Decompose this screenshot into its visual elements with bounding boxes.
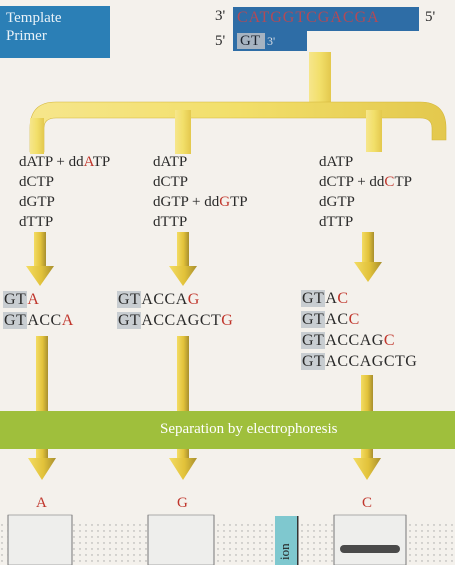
reagent-line: dATP bbox=[319, 154, 354, 170]
lane-label-c: C bbox=[362, 495, 373, 511]
branch-tube-c bbox=[366, 110, 382, 152]
legend-template-label: Template bbox=[6, 10, 62, 26]
reagent-line: dGTP + ddGTP bbox=[153, 194, 248, 210]
separation-label: Separation by electrophoresis bbox=[160, 421, 338, 437]
gel-lane-a bbox=[7, 514, 73, 565]
arrow-separation-a bbox=[28, 336, 56, 480]
reagent-line: dTTP bbox=[19, 214, 54, 230]
template-5prime: 5' bbox=[425, 9, 436, 25]
product-fragment: GTACCAG bbox=[117, 291, 200, 308]
product-fragment: GTACCAGC bbox=[301, 332, 396, 349]
reagent-line: dGTP bbox=[19, 194, 55, 210]
reagent-line: dATP bbox=[153, 154, 188, 170]
product-fragment: GTACCA bbox=[3, 312, 74, 329]
products-g: GTACCAG GTACCAGCTG bbox=[117, 289, 233, 331]
primer-sequence: GT bbox=[240, 33, 260, 49]
product-fragment: GTACCAGCTG bbox=[301, 353, 418, 370]
products-a: GTA GTACCA bbox=[3, 289, 74, 331]
reagent-line: dCTP bbox=[153, 174, 189, 190]
branch-tube-g bbox=[175, 110, 191, 154]
gel-lane-c bbox=[333, 514, 407, 565]
reagent-line: dATP + ddATP bbox=[19, 154, 111, 170]
template-sequence: CATGGTCGACGA bbox=[237, 9, 380, 26]
product-fragment: GTA bbox=[3, 291, 40, 308]
separation-band bbox=[0, 411, 455, 449]
product-fragment: GTAC bbox=[301, 290, 349, 307]
gel-lane-g bbox=[147, 514, 215, 565]
reagents-a: dATP + ddATP dCTP dGTP dTTP bbox=[19, 152, 110, 232]
primer-gt-highlight bbox=[237, 33, 265, 49]
legend-labels: Template Primer bbox=[6, 9, 62, 45]
legend-primer-label: Primer bbox=[6, 28, 47, 44]
branch-tube-a bbox=[30, 118, 44, 154]
distribution-tube bbox=[29, 101, 447, 153]
template-3prime: 3' bbox=[215, 8, 226, 24]
primer-5prime: 5' bbox=[215, 33, 226, 49]
gel-region bbox=[0, 514, 455, 565]
gel-band-c bbox=[340, 545, 400, 553]
arrow-separation-g bbox=[169, 336, 197, 480]
product-fragment: GTACC bbox=[301, 311, 360, 328]
primer-3prime: 3' bbox=[267, 34, 276, 48]
reagents-c: dATP dCTP + ddCTP dGTP dTTP bbox=[319, 152, 412, 232]
reagent-line: dCTP bbox=[19, 174, 55, 190]
lane-label-g: G bbox=[177, 495, 188, 511]
lane-label-a: A bbox=[36, 495, 47, 511]
reagent-line: dTTP bbox=[153, 214, 188, 230]
template-strand-box bbox=[233, 7, 419, 31]
legend-box bbox=[0, 6, 110, 58]
reagent-line: dGTP bbox=[319, 194, 355, 210]
feed-tube-vertical bbox=[309, 52, 331, 102]
product-fragment: GTACCAGCTG bbox=[117, 312, 234, 329]
arrow-reagent-a bbox=[26, 232, 54, 286]
reagent-line: dTTP bbox=[319, 214, 354, 230]
arrow-reagent-c bbox=[354, 232, 382, 282]
gel-side-label-box bbox=[275, 516, 297, 565]
arrow-reagent-g bbox=[169, 232, 197, 286]
reagents-g: dATP dCTP dGTP + ddGTP dTTP bbox=[153, 152, 248, 232]
reagent-line: dCTP + ddCTP bbox=[319, 174, 412, 190]
products-c: GTAC GTACC GTACCAGC GTACCAGCTG bbox=[301, 288, 417, 372]
gel-side-label: ion bbox=[277, 543, 292, 560]
